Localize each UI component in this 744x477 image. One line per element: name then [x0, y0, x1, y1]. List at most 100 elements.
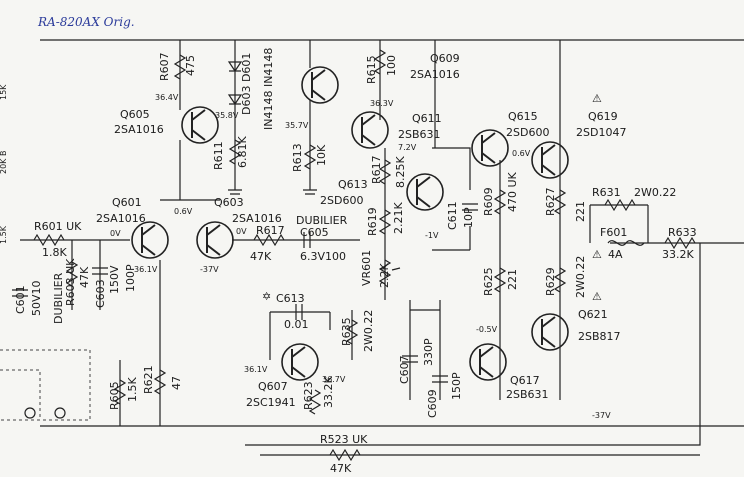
resistor-r631-icon [553, 267, 567, 293]
label: 2W0.22 [634, 186, 676, 199]
label: R611 [212, 141, 225, 170]
voltage: -0.5V [476, 325, 498, 334]
label: R613 [291, 143, 304, 172]
label: 2.21K [392, 202, 405, 234]
label: 1.8K [42, 246, 67, 259]
label: 33.2K [662, 248, 694, 261]
label: 2SD600 [320, 194, 363, 207]
label: 2SC1941 [246, 396, 296, 409]
wire [71, 240, 101, 310]
resistor-r603-icon [65, 261, 79, 287]
label: Q611 [412, 112, 442, 125]
resistor-r617-icon [378, 159, 392, 185]
label: VR601 [360, 250, 373, 286]
resistor-r629-icon [553, 189, 567, 215]
label: R601 UK [34, 220, 82, 233]
label: R623 [302, 381, 315, 410]
voltage: 36.7V [322, 375, 346, 384]
warning-icon: ⚠ [592, 290, 602, 303]
edge-mark: 1.5K [0, 225, 8, 244]
voltage: 36.3V [370, 99, 394, 108]
label: 100P [124, 264, 137, 292]
label: R635 [340, 317, 353, 346]
label: 2SD1047 [576, 126, 626, 139]
label: Q605 [120, 108, 150, 121]
label: 2W0.22 [574, 256, 587, 298]
voltage: -37V [200, 265, 219, 274]
capacitor-c609-icon [432, 375, 448, 383]
label: R619 [366, 207, 379, 236]
star-icon: ✡ [262, 290, 271, 303]
label: 33.2K [322, 376, 335, 408]
label: 221 [506, 269, 519, 290]
label: 2SA1016 [114, 123, 164, 136]
diode-icon [227, 94, 243, 106]
label: 4A [608, 248, 623, 261]
label: DUBILIER [52, 272, 65, 324]
resistor-r523-icon [113, 379, 127, 405]
label: Q607 [258, 380, 288, 393]
label: R605 [108, 381, 121, 410]
wire [589, 204, 649, 243]
fuse-f601-icon [607, 240, 645, 246]
capacitor-c605-icon [303, 232, 311, 248]
resistor-r613-icon [303, 144, 317, 170]
transistor-q617-icon [469, 343, 507, 381]
label: Q613 [338, 178, 368, 191]
label: C607 [398, 355, 411, 384]
label: 2W0.22 [362, 310, 375, 352]
resistor-r637-icon [329, 448, 361, 462]
transistor-q621-icon [531, 313, 569, 351]
voltage: 0.6V [174, 207, 193, 216]
label: 100 [385, 55, 398, 76]
warning-icon: ⚠ [592, 92, 602, 105]
capacitor-c601-icon [12, 289, 28, 297]
resistor-r627-icon [493, 267, 507, 293]
capacitor-c607-icon [402, 355, 418, 363]
label: 150P [450, 372, 463, 400]
transistor-q609-icon [301, 66, 339, 104]
transistor-q615-icon [471, 129, 509, 167]
label: C613 [276, 292, 305, 305]
label: 47K [78, 266, 91, 288]
label: R633 [668, 226, 697, 239]
label: R625 [482, 267, 495, 296]
label: R603 UK [64, 258, 77, 306]
voltage: -1V [425, 231, 439, 240]
label: 47 [170, 376, 183, 390]
voltage: -37V [592, 411, 611, 420]
label: Q601 [112, 196, 142, 209]
label: Q615 [508, 110, 538, 123]
edge-mark: 15K [0, 84, 8, 100]
label: R621 [142, 365, 155, 394]
transistor-q605-icon [181, 106, 219, 144]
resistor-r615-icon [373, 49, 387, 75]
label: 47K [330, 462, 352, 475]
dashed-box [0, 349, 91, 421]
voltage: 35.8V [215, 111, 239, 120]
resistor-r607-icon [173, 54, 187, 80]
resistor-r633-icon [604, 198, 636, 212]
label: 2SB631 [506, 388, 549, 401]
capacitor-c613-icon [462, 203, 478, 211]
label: R523 UK [320, 433, 368, 446]
diode-icon [227, 61, 243, 73]
label: R627 [544, 187, 557, 216]
label: 6.3V100 [300, 250, 346, 263]
voltage: 36.4V [155, 93, 179, 102]
label: R617 [370, 155, 383, 184]
label: C603 [94, 279, 107, 308]
label: 8.25K [394, 156, 407, 188]
resistor-r609-icon [253, 233, 285, 247]
label: 330P [422, 338, 435, 366]
label: C611 [446, 201, 459, 230]
resistor-r625-icon [493, 189, 507, 215]
terminal-icon [54, 407, 66, 419]
voltage: 0.6V [512, 149, 531, 158]
ground-icon [303, 189, 317, 195]
voltage: 0V [236, 227, 247, 236]
label: Q609 [430, 52, 460, 65]
edge-mark: 20K B [0, 151, 8, 174]
header-note: RA-820AX Orig. [37, 15, 135, 29]
